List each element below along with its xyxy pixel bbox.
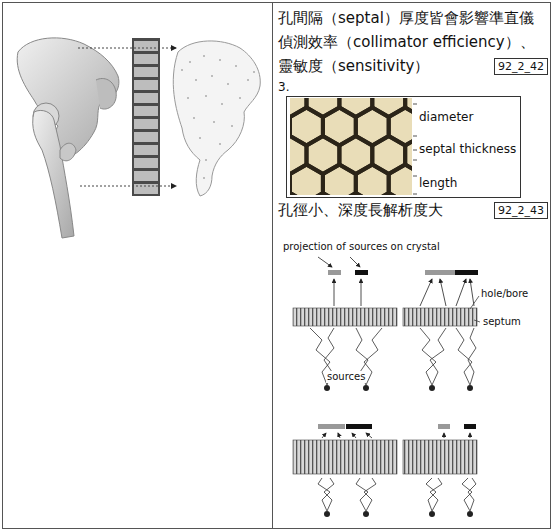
dotted-arrows — [78, 48, 176, 186]
dimension-label: septal thickness — [419, 142, 516, 156]
dimension-label: diameter — [419, 110, 473, 124]
hexagon-cell — [372, 193, 405, 195]
hexagon-cell — [307, 98, 340, 117]
pelvis-illustration — [17, 38, 119, 238]
hexagon-cell — [323, 165, 356, 196]
collimator-bar — [132, 38, 160, 196]
hexagon-cell — [307, 193, 340, 195]
hexagon-cell — [339, 98, 372, 117]
honeycomb-figure — [241, 51, 553, 260]
hexagon-cell — [290, 193, 307, 195]
hexagon-cell — [339, 193, 372, 195]
part-label: hole/bore — [481, 288, 528, 300]
hexagon-cell — [372, 98, 405, 117]
hexagon-cell — [356, 165, 389, 196]
collimator-panels — [293, 257, 480, 517]
part-label: projection of sources on crystal — [283, 241, 440, 253]
hexagon-cell — [389, 165, 412, 196]
hexagon-cell — [405, 193, 412, 195]
description-text: 孔徑小、深度長解析度大 — [278, 201, 443, 219]
reference-box: 92_2_43 — [494, 202, 548, 219]
table-frame — [3, 3, 551, 529]
scan-image — [173, 41, 260, 196]
reference-code: 92_2_43 — [498, 204, 544, 217]
part-label: sources — [326, 371, 366, 383]
item-number: 3. — [278, 80, 289, 94]
reference-code: 92_2_42 — [498, 60, 544, 73]
part-label: septum — [483, 316, 521, 328]
hexagon-cell — [290, 165, 323, 196]
dimension-label: length — [419, 176, 457, 190]
reference-box: 92_2_42 — [494, 58, 548, 75]
